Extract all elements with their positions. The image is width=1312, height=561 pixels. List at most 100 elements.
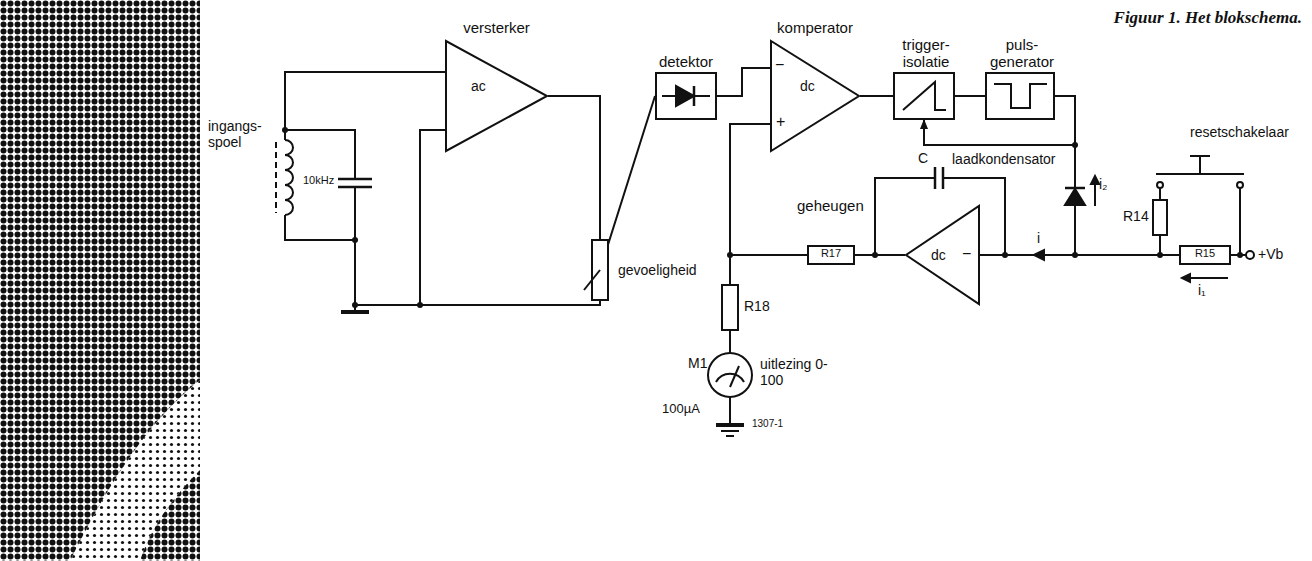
block-heading: geheugen [797, 197, 864, 214]
resistor-symbol [1153, 200, 1167, 235]
current-arrow [1188, 277, 1228, 279]
current-arrow [1094, 182, 1096, 206]
meter-scale [716, 374, 744, 382]
wire [285, 215, 355, 240]
switch-contact [1237, 182, 1243, 188]
junction-dot [1157, 252, 1163, 258]
diode-symbol [676, 86, 694, 106]
part-label: uitlezing 0-100 [760, 356, 832, 388]
halftone-area [0, 0, 200, 561]
block-heading: puls- generator [982, 36, 1062, 71]
signal-wire [717, 68, 770, 96]
ground-symbol [726, 435, 734, 437]
wire [355, 300, 600, 305]
current-arrowhead [1091, 176, 1099, 184]
part-label: R14 [1123, 208, 1149, 224]
block-heading: detektor [659, 53, 713, 70]
wire [729, 397, 731, 425]
wire [943, 178, 1005, 255]
part-label: ingangs- spoel [208, 118, 270, 150]
part-label: +Vb [1258, 246, 1283, 262]
block-heading: trigger- isolatie [891, 36, 961, 71]
part-label: i₂ [1099, 176, 1108, 192]
amplifier-triangle: versterkerac [445, 40, 548, 152]
block-inner-text: dc [931, 247, 946, 263]
signal-wire [730, 124, 905, 255]
ground-symbol [721, 430, 739, 432]
potentiometer-wiper [584, 270, 600, 290]
part-label: resetschakelaar [1190, 124, 1289, 140]
part-label: i₁ [1198, 282, 1206, 298]
wire [420, 130, 445, 305]
meter-needle [730, 366, 739, 387]
block-inner-text: dc [800, 78, 815, 94]
part-label: R18 [744, 298, 770, 314]
triangle-shape [906, 206, 979, 304]
junction-dot [1072, 142, 1078, 148]
junction-dot [282, 127, 288, 133]
wire [729, 330, 731, 353]
switch-button [1190, 155, 1210, 157]
current-arrowhead [1034, 250, 1044, 260]
part-label: laadkondensator [952, 151, 1056, 167]
signal-wire [924, 96, 1075, 145]
halftone-highlight [70, 380, 200, 561]
part-label: M1 [688, 355, 707, 371]
part-label: − [962, 245, 971, 263]
resistor-symbol [722, 285, 738, 330]
switch-stem [1199, 156, 1201, 174]
junction-dot [872, 252, 878, 258]
trigger-box: trigger- isolatie [893, 72, 955, 120]
signal-wire [955, 95, 985, 97]
meter-symbol [708, 353, 752, 397]
part-label: C [918, 150, 928, 166]
detector-box: detektor [655, 72, 717, 120]
junction-dot [727, 252, 733, 258]
junction-dot [1237, 252, 1243, 258]
capacitor-plate [934, 167, 937, 189]
part-label: 1307-1 [752, 418, 783, 430]
block-inner-text: ac [471, 78, 486, 94]
triangle-shape [446, 41, 547, 151]
junction-dot [352, 302, 358, 308]
ground-symbol [341, 310, 369, 314]
signal-wire [860, 95, 893, 97]
diode-symbol [1065, 189, 1085, 205]
figure-title: Figuur 1. Het blokschema. [1114, 8, 1302, 28]
diode-bar [1065, 187, 1085, 190]
ground-symbol [716, 423, 744, 427]
pulse-symbol [994, 84, 1047, 108]
terminal [1246, 251, 1254, 259]
wire [1159, 188, 1161, 200]
resistor-symbol [808, 246, 854, 264]
resistor-symbol [1180, 246, 1230, 264]
junction-dot [352, 237, 358, 243]
junction-dot [1072, 252, 1078, 258]
wire [875, 178, 935, 255]
diode-lead [694, 95, 710, 97]
part-label: 100µA [662, 402, 700, 417]
junction-dot [1002, 252, 1008, 258]
block-heading: komperator [777, 19, 853, 36]
wire [1075, 254, 1180, 256]
block-heading: versterker [463, 19, 530, 36]
diode-lead [662, 95, 676, 97]
wire [354, 187, 356, 312]
wire [729, 255, 731, 285]
part-label: R17 [808, 247, 854, 260]
ramp-symbol [903, 82, 946, 110]
pulse-generator-box: puls- generator [985, 72, 1055, 120]
part-label: gevoeligheid [618, 262, 697, 278]
wire [1239, 188, 1241, 255]
triangle-shape [771, 41, 859, 151]
triangle-outline [445, 40, 548, 152]
wire [285, 130, 355, 179]
part-label: + [776, 113, 785, 131]
capacitor-plate [338, 178, 372, 181]
part-label: − [775, 56, 784, 74]
coil-core [275, 142, 277, 213]
part-label: i [1037, 230, 1040, 246]
part-label: 10kHz [303, 174, 334, 187]
